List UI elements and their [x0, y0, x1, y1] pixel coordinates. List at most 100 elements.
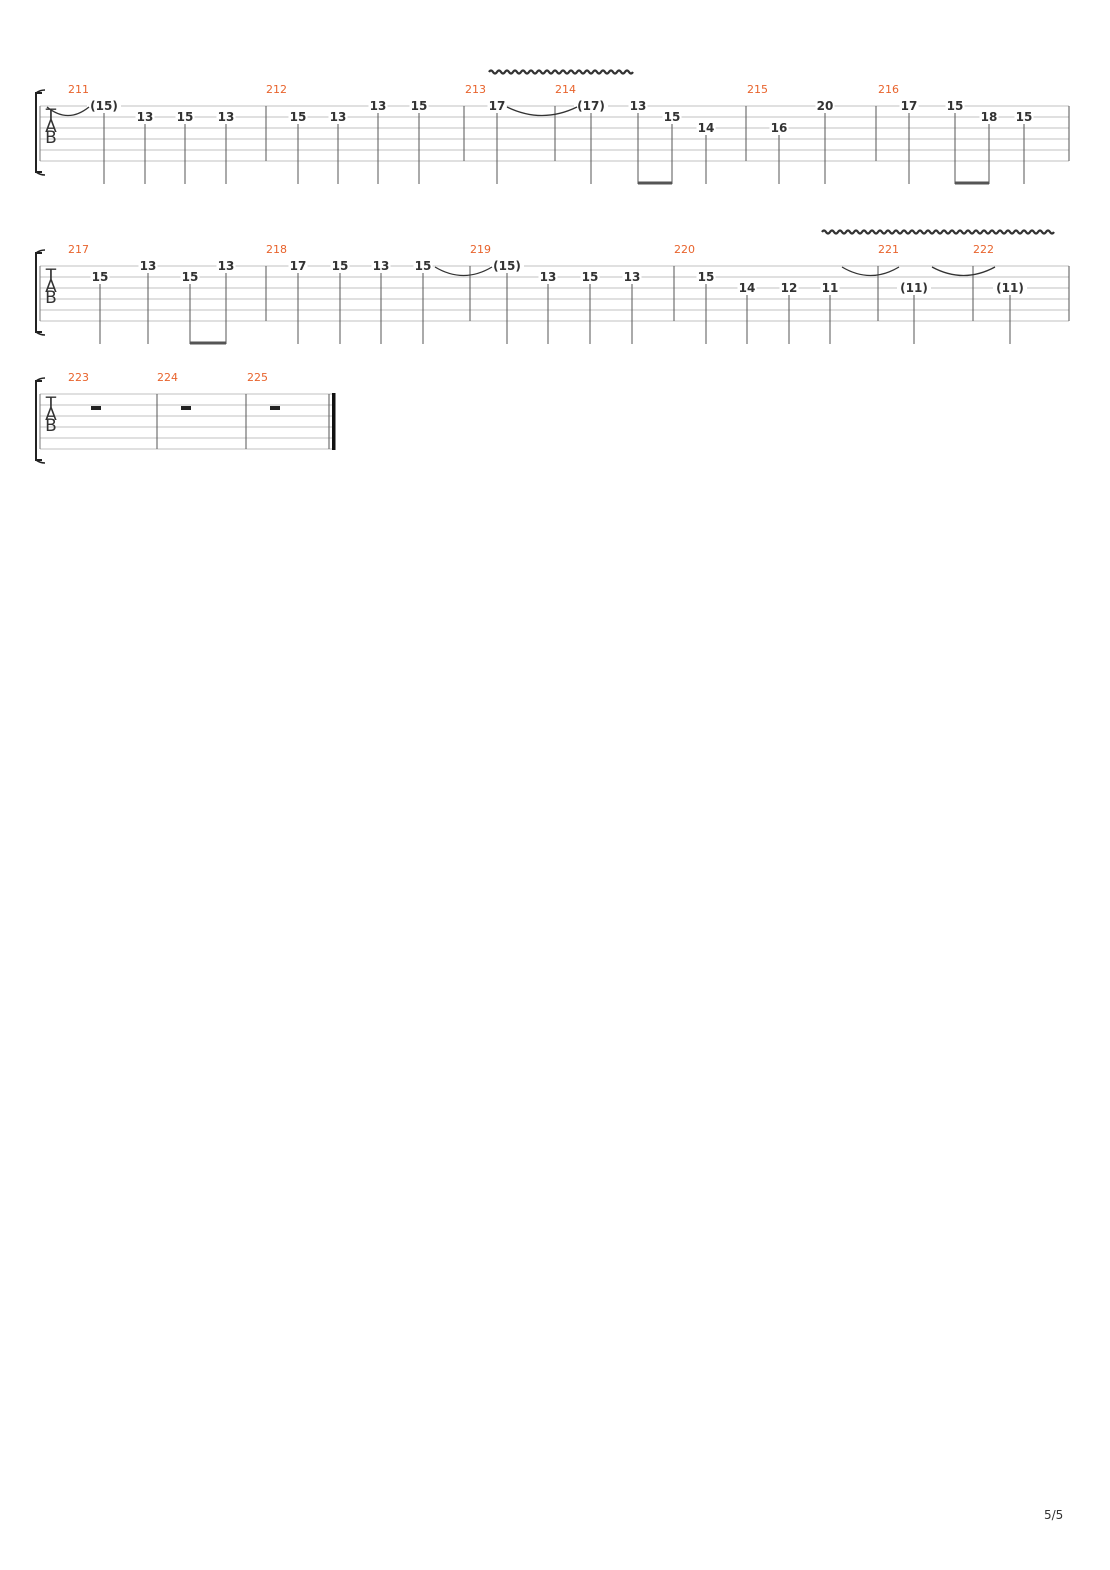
- fret-background: [979, 111, 999, 123]
- tie: [841, 266, 900, 277]
- fret-background: [487, 100, 507, 112]
- measure-number: 216: [878, 83, 899, 96]
- fret-number: 15: [415, 259, 432, 273]
- fret-background: [288, 260, 308, 272]
- fret-background: [662, 111, 682, 123]
- fret-number: (11): [996, 281, 1024, 295]
- measure-number: 214: [555, 83, 576, 96]
- fret-number: 13: [370, 99, 387, 113]
- bracket-top-hook: [35, 89, 46, 94]
- fret-background: [737, 282, 757, 294]
- fret-background: [180, 271, 200, 283]
- fret-number: 16: [771, 121, 788, 135]
- fret-number: (17): [577, 99, 605, 113]
- tie: [434, 266, 493, 277]
- fret-background: [696, 271, 716, 283]
- fret-number: 15: [947, 99, 964, 113]
- measure-number: 218: [266, 243, 287, 256]
- fret-number: 17: [901, 99, 918, 113]
- fret-number: 11: [822, 281, 839, 295]
- tab-clef-letter: A: [45, 405, 57, 425]
- system-3-bracket: [35, 380, 42, 461]
- fret-background: [628, 100, 648, 112]
- measure-number: 223: [68, 371, 89, 384]
- measure-number: 213: [465, 83, 486, 96]
- rest: [181, 406, 191, 410]
- fret-background: [87, 100, 121, 112]
- fret-background: [330, 260, 350, 272]
- fret-background: [216, 260, 236, 272]
- fret-background: [409, 100, 429, 112]
- tab-clef-letter: A: [45, 117, 57, 137]
- measure-number: 215: [747, 83, 768, 96]
- fret-background: [138, 260, 158, 272]
- fret-background: [175, 111, 195, 123]
- fret-number: 15: [1016, 110, 1033, 124]
- vibrato: [821, 229, 1055, 235]
- tab-clef-letter: B: [45, 288, 57, 308]
- tab-clef-letter: T: [45, 106, 57, 126]
- fret-number: 20: [817, 99, 834, 113]
- fret-background: [622, 271, 642, 283]
- measure-number: 212: [266, 83, 287, 96]
- fret-number: 13: [624, 270, 641, 284]
- fret-background: [769, 122, 789, 134]
- fret-number: 14: [698, 121, 715, 135]
- fret-number: (15): [493, 259, 521, 273]
- fret-background: [371, 260, 391, 272]
- fret-background: [945, 100, 965, 112]
- measure-number: 225: [247, 371, 268, 384]
- tab-clef-letter: B: [45, 128, 57, 148]
- tab-clef-letter: B: [45, 416, 57, 436]
- fret-number: 15: [698, 270, 715, 284]
- measure-number: 219: [470, 243, 491, 256]
- fret-number: 13: [218, 259, 235, 273]
- fret-number: 15: [92, 270, 109, 284]
- fret-number: 18: [981, 110, 998, 124]
- bracket-bottom-hook: [35, 171, 46, 176]
- fret-number: 13: [218, 110, 235, 124]
- fret-number: 17: [290, 259, 307, 273]
- measure-number: 221: [878, 243, 899, 256]
- tab-clef-letter: T: [45, 394, 57, 414]
- measure-number: 211: [68, 83, 89, 96]
- fret-background: [993, 282, 1027, 294]
- fret-number: (15): [90, 99, 118, 113]
- tab-clef-letter: A: [45, 277, 57, 297]
- fret-background: [368, 100, 388, 112]
- fret-number: 15: [182, 270, 199, 284]
- rest: [270, 406, 280, 410]
- final-barline-thick: [332, 393, 336, 450]
- page-number: 5/5: [1044, 1508, 1064, 1522]
- fret-background: [897, 282, 931, 294]
- fret-number: 15: [177, 110, 194, 124]
- fret-background: [574, 100, 608, 112]
- fret-number: 17: [489, 99, 506, 113]
- measure-number: 220: [674, 243, 695, 256]
- tie: [506, 106, 578, 117]
- fret-number: 15: [332, 259, 349, 273]
- fret-number: 15: [411, 99, 428, 113]
- fret-background: [288, 111, 308, 123]
- fret-background: [135, 111, 155, 123]
- fret-number: 13: [540, 270, 557, 284]
- measure-number: 222: [973, 243, 994, 256]
- bracket-top-hook: [35, 377, 46, 382]
- fret-number: 13: [137, 110, 154, 124]
- fret-number: 12: [781, 281, 798, 295]
- rest: [91, 406, 101, 410]
- fret-background: [696, 122, 716, 134]
- fret-background: [90, 271, 110, 283]
- fret-number: (11): [900, 281, 928, 295]
- fret-background: [413, 260, 433, 272]
- fret-background: [779, 282, 799, 294]
- fret-background: [815, 100, 835, 112]
- bracket-bottom-hook: [35, 331, 46, 336]
- fret-number: 13: [373, 259, 390, 273]
- fret-background: [1014, 111, 1034, 123]
- fret-number: 15: [290, 110, 307, 124]
- fret-number: 14: [739, 281, 756, 295]
- bracket-bottom-hook: [35, 459, 46, 464]
- fret-background: [580, 271, 600, 283]
